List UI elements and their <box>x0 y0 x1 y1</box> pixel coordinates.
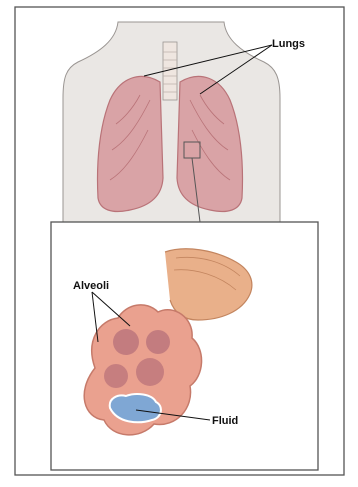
fluid-label: Fluid <box>212 415 238 427</box>
lungs-label: Lungs <box>272 38 305 50</box>
alveoli-label: Alveoli <box>73 280 109 292</box>
